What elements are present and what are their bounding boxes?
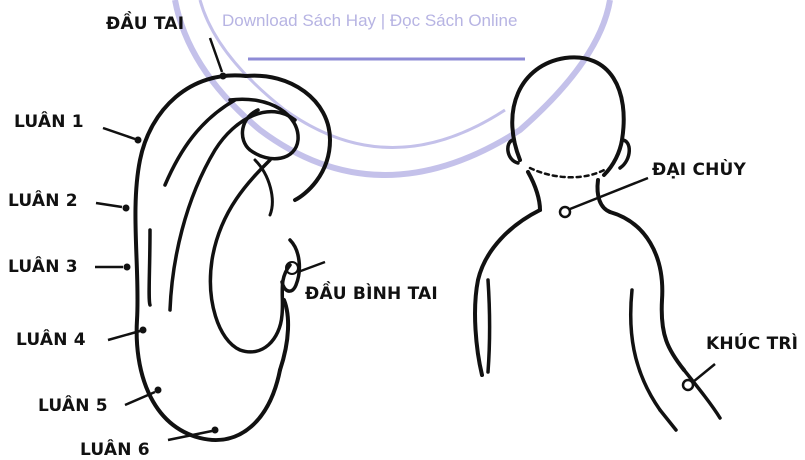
label-luan-5: LUÂN 5 <box>38 396 108 416</box>
point-luan-3 <box>124 264 131 271</box>
left-shoulder <box>475 210 540 375</box>
hairline-dashed <box>530 168 604 177</box>
body-points <box>560 207 693 390</box>
point-luan-6 <box>212 427 219 434</box>
label-luan-4: LUÂN 4 <box>16 330 86 350</box>
neck-left <box>528 172 540 210</box>
watermark-text: Download Sách Hay | Đọc Sách Online <box>222 11 517 31</box>
label-luan-2: LUÂN 2 <box>8 191 78 211</box>
point-luan-4 <box>140 327 147 334</box>
label-luan-6: LUÂN 6 <box>80 440 150 460</box>
left-arm-line <box>488 280 490 372</box>
point-dai-chuy <box>560 207 570 217</box>
label-dau-tai: ĐẦU TAI <box>106 14 184 34</box>
label-khuc-tri: KHÚC TRÌ <box>706 334 798 354</box>
ear-drawing <box>135 75 330 440</box>
label-luan-1: LUÂN 1 <box>14 112 84 132</box>
torso-drawing <box>475 57 720 430</box>
body-leaders <box>570 178 715 382</box>
head-outline <box>512 57 623 175</box>
ear-helix-rim <box>246 76 330 200</box>
label-dau-binh-tai: ĐẦU BÌNH TAI <box>305 284 438 304</box>
point-khuc-tri <box>683 380 693 390</box>
right-elbow-lower <box>660 410 676 430</box>
right-arm-inner <box>631 290 660 410</box>
label-dai-chuy: ĐẠI CHÙY <box>652 160 746 180</box>
point-dau-tai <box>220 73 227 80</box>
point-luan-5 <box>155 387 162 394</box>
label-luan-3: LUÂN 3 <box>8 257 78 277</box>
point-luan-1 <box>135 137 142 144</box>
right-shoulder <box>610 212 684 370</box>
right-forearm <box>684 370 720 418</box>
point-luan-2 <box>123 205 130 212</box>
ear-concha <box>210 160 290 352</box>
